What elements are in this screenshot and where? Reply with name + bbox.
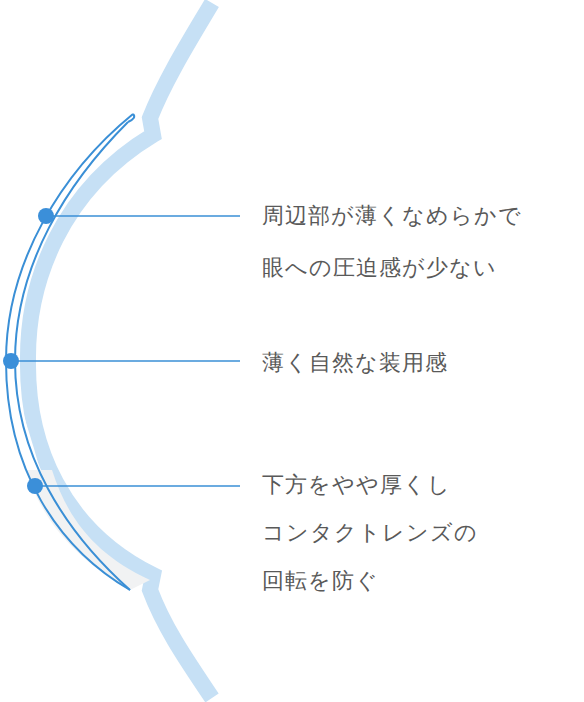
callout-dot xyxy=(38,208,54,224)
lens-inner-surface xyxy=(15,122,130,590)
callout-dot xyxy=(3,353,19,369)
callout-dot xyxy=(27,478,43,494)
callout-text: コンタクトレンズの xyxy=(262,518,478,548)
leader-line xyxy=(11,360,240,362)
cornea-band xyxy=(28,3,212,698)
lens-outer-surface xyxy=(6,114,133,590)
lens-edge xyxy=(128,114,134,122)
lens-thick-part xyxy=(26,470,150,590)
callout-text: 眼への圧迫感が少ない xyxy=(262,253,497,283)
callout-text: 周辺部が薄くなめらかで xyxy=(262,201,522,231)
leader-line xyxy=(46,215,240,217)
callout-text: 下方をやや厚くし xyxy=(262,470,451,500)
callout-text: 回転を防ぐ xyxy=(262,566,379,596)
leader-line xyxy=(35,485,240,487)
callout-text: 薄く自然な装用感 xyxy=(262,348,448,378)
